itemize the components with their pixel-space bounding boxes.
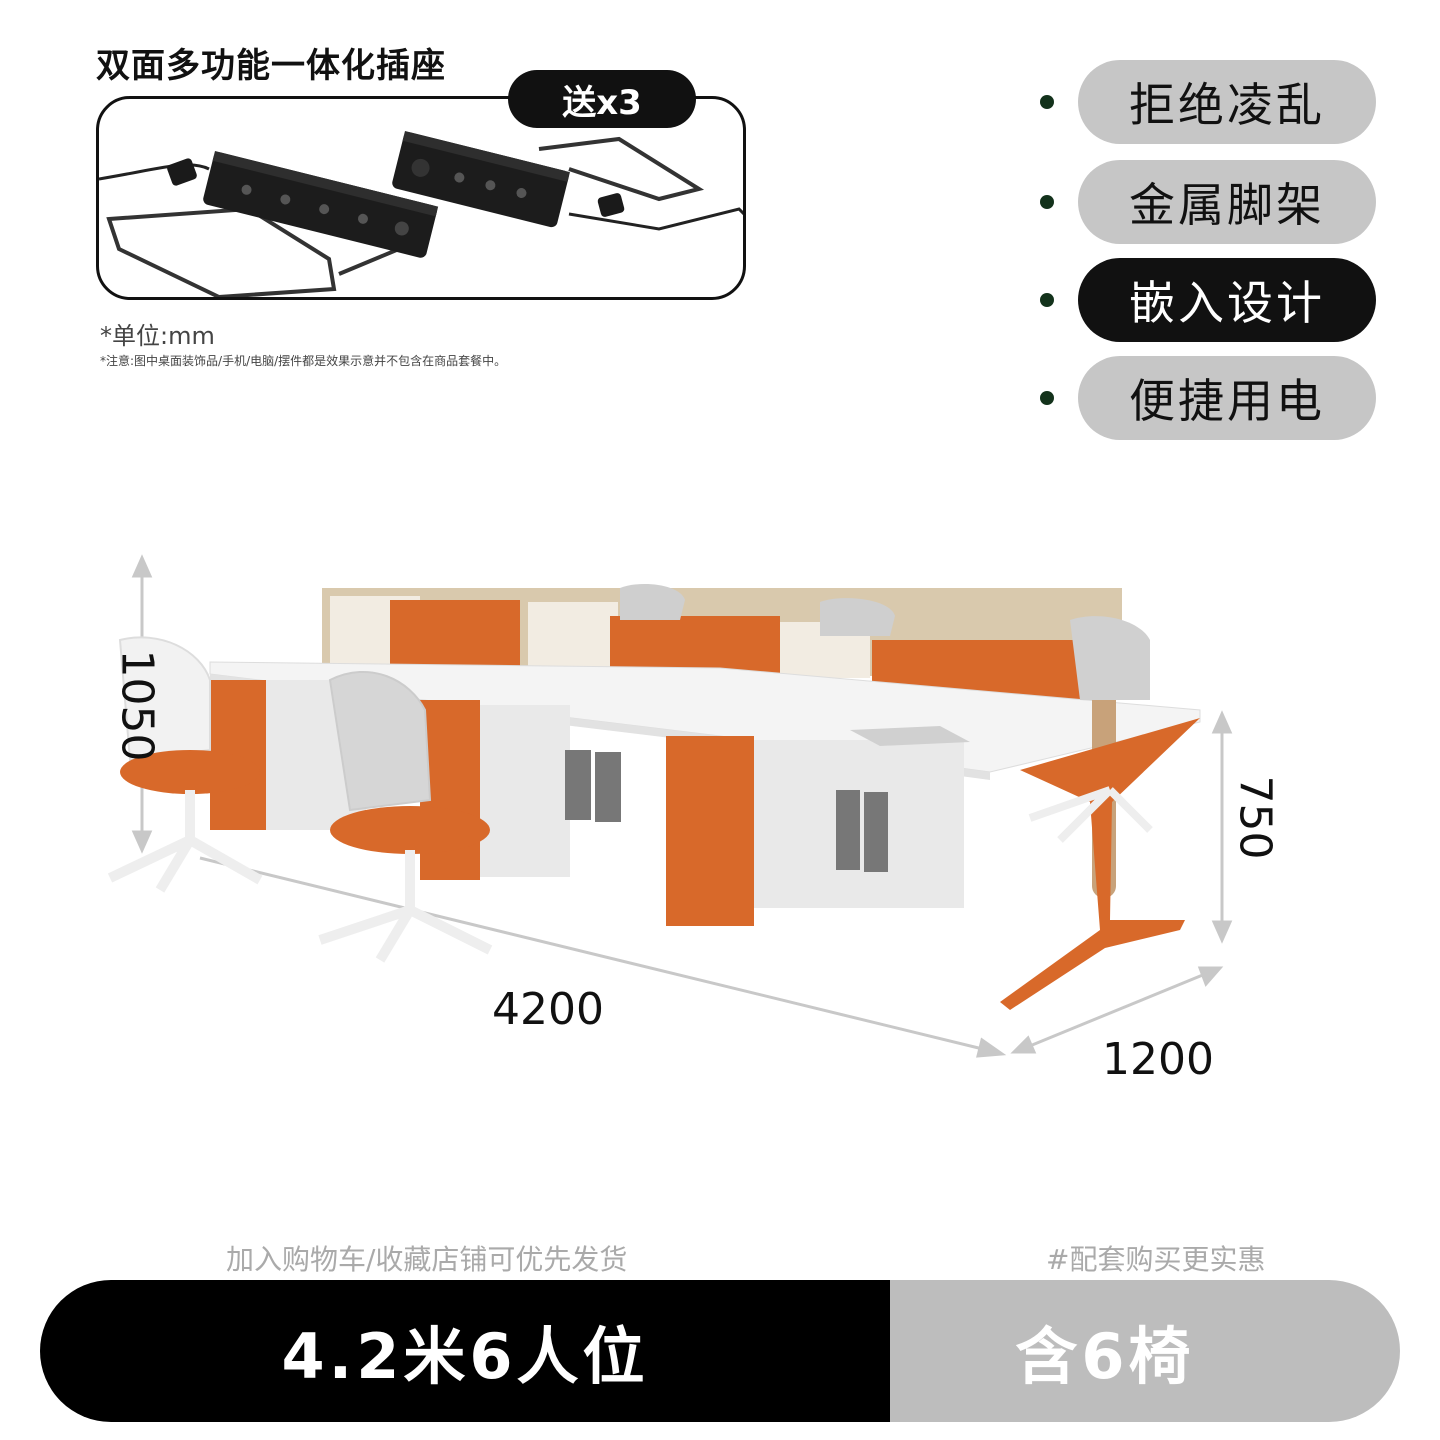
dimension-depth: 1200 <box>1102 1034 1214 1085</box>
bullet-icon <box>1040 195 1054 209</box>
dimension-length: 4200 <box>492 984 604 1035</box>
office-chair <box>318 671 493 963</box>
socket-image-frame <box>96 96 746 300</box>
socket-title: 双面多功能一体化插座 <box>96 46 446 86</box>
feature-pill: 拒绝凌乱 <box>1078 60 1376 144</box>
power-strip-illustration <box>99 131 743 297</box>
office-chair <box>1028 616 1153 843</box>
disclaimer-note: *注意:图中桌面装饰品/手机/电脑/摆件都是效果示意并不包含在商品套餐中。 <box>100 354 507 368</box>
feature-pill: 便捷用电 <box>1078 356 1376 440</box>
bullet-icon <box>1040 391 1054 405</box>
feature-item-4: 便捷用电 <box>1040 356 1380 440</box>
dimension-height-desk: 750 <box>1229 775 1281 860</box>
dimension-height-total: 1050 <box>111 649 163 762</box>
promo-cart-text: 加入购物车/收藏店铺可优先发货 <box>226 1243 628 1276</box>
feature-item-2: 金属脚架 <box>1040 160 1380 244</box>
feature-item-1: 拒绝凌乱 <box>1040 60 1380 144</box>
bullet-icon <box>1040 293 1054 307</box>
spec-bar: 4.2米6人位 含6椅 <box>40 1280 1400 1422</box>
feature-item-3: 嵌入设计 <box>1040 258 1380 342</box>
chairs-included-label: 含6椅 <box>890 1280 1400 1422</box>
office-chair <box>107 636 263 893</box>
unit-note: *单位:mm <box>100 322 215 350</box>
feature-pill: 金属脚架 <box>1078 160 1376 244</box>
feature-pill-highlighted: 嵌入设计 <box>1078 258 1376 342</box>
gift-badge: 送x3 <box>508 70 696 128</box>
promo-bundle-text: #配套购买更实惠 <box>1046 1243 1266 1276</box>
bullet-icon <box>1040 95 1054 109</box>
spec-label: 4.2米6人位 <box>40 1280 890 1422</box>
workstation-product-image <box>107 554 1233 1058</box>
dimension-lines <box>131 554 1233 1058</box>
